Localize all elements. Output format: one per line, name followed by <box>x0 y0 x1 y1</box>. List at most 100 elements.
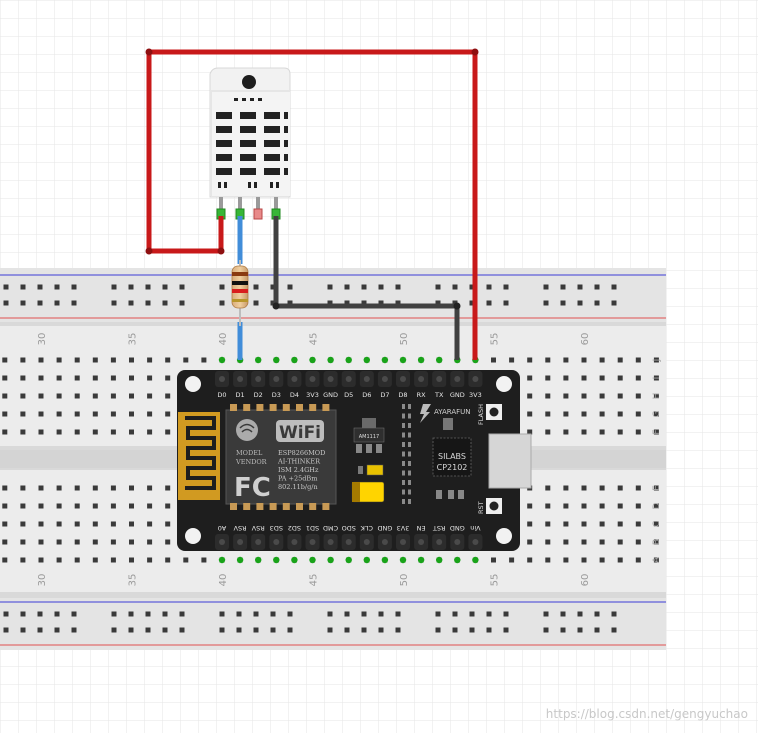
rail-hole <box>327 284 333 290</box>
pin-label: 3V3 <box>306 391 319 399</box>
rail-hole <box>469 284 475 290</box>
hole <box>147 357 153 363</box>
hole <box>635 357 641 363</box>
rail-hole <box>162 300 168 306</box>
vent-slot <box>240 140 256 147</box>
rail-hole <box>344 300 350 306</box>
connection-dot <box>327 356 334 364</box>
rail-hole <box>20 284 26 290</box>
hole <box>581 375 587 381</box>
mount-hole-icon <box>185 376 201 392</box>
hole <box>581 485 587 491</box>
hole <box>581 503 587 509</box>
bottom-header-pins <box>215 534 483 564</box>
rail-hole <box>543 627 549 633</box>
fcc-logo-icon: FC <box>234 473 271 503</box>
column-number: 50 <box>399 574 410 587</box>
row-letter: C <box>652 521 662 527</box>
hole <box>545 429 551 435</box>
rst-label: RST <box>477 501 485 514</box>
rail-hole <box>435 627 441 633</box>
rail-hole <box>54 300 60 306</box>
hole <box>599 357 605 363</box>
hole <box>129 503 134 509</box>
module-text-line: AI-THINKER <box>277 458 321 466</box>
pullup-resistor[interactable] <box>231 260 249 326</box>
ground-wire[interactable] <box>273 216 460 360</box>
hole <box>129 393 134 399</box>
rail-hole <box>611 284 617 290</box>
rail-hole <box>594 300 600 306</box>
rail-hole <box>270 627 276 633</box>
hole <box>38 557 44 563</box>
hole <box>653 357 659 363</box>
rail-hole <box>327 627 333 633</box>
hole <box>165 375 171 381</box>
rail-hole <box>594 627 600 633</box>
hole <box>165 521 171 527</box>
flash-label: FLASH <box>477 404 485 425</box>
unconnected-pin <box>253 208 263 220</box>
rail-hole <box>486 300 492 306</box>
vent-slot <box>240 168 256 175</box>
rail-hole <box>145 300 151 306</box>
rail-hole <box>361 611 367 617</box>
hole <box>635 485 641 491</box>
hole <box>653 411 659 417</box>
rail-hole <box>287 300 293 306</box>
rail-hole <box>270 611 276 617</box>
hole <box>38 503 44 509</box>
hole <box>20 375 26 381</box>
hole <box>2 503 8 509</box>
usb-port[interactable] <box>488 433 532 489</box>
rail-hole <box>378 284 384 290</box>
hole <box>74 357 80 363</box>
power-wire[interactable] <box>146 49 478 360</box>
hole <box>2 393 8 399</box>
connection-dot <box>399 356 407 364</box>
rail-hole <box>378 627 384 633</box>
connection-dot <box>255 556 262 564</box>
hole <box>92 503 98 509</box>
rail-hole <box>3 627 9 633</box>
hole <box>20 557 26 563</box>
hole <box>563 429 569 435</box>
usb-uart-chip <box>432 437 472 477</box>
connection-dot <box>255 356 262 364</box>
hole <box>563 485 569 491</box>
pin-label: Vin <box>470 524 480 532</box>
vent-slot <box>216 154 232 161</box>
hole <box>56 393 62 399</box>
hole <box>527 521 533 527</box>
hole <box>617 393 623 399</box>
wire-endpoints <box>145 48 479 310</box>
rail-hole <box>361 284 367 290</box>
hole <box>183 357 189 363</box>
rail-hole <box>3 300 9 306</box>
hole <box>147 539 153 545</box>
hole <box>2 539 8 545</box>
hole <box>527 357 533 363</box>
rail-hole <box>253 627 259 633</box>
dht22-sensor[interactable] <box>209 67 291 220</box>
connection-dot <box>417 356 425 364</box>
vent-slot <box>216 126 232 133</box>
hole <box>129 557 134 563</box>
rail-hole <box>270 284 276 290</box>
hole <box>2 411 8 417</box>
hole <box>74 411 80 417</box>
rail-hole <box>179 284 185 290</box>
hole <box>165 429 171 435</box>
hole <box>74 521 80 527</box>
rail-hole <box>327 611 333 617</box>
row-letter: A <box>652 556 662 563</box>
hole <box>527 411 533 417</box>
connection-dot <box>345 556 352 564</box>
rail-hole <box>179 300 185 306</box>
dht-vents <box>216 98 288 188</box>
rail-hole <box>179 611 185 617</box>
vent-slot <box>264 168 280 175</box>
